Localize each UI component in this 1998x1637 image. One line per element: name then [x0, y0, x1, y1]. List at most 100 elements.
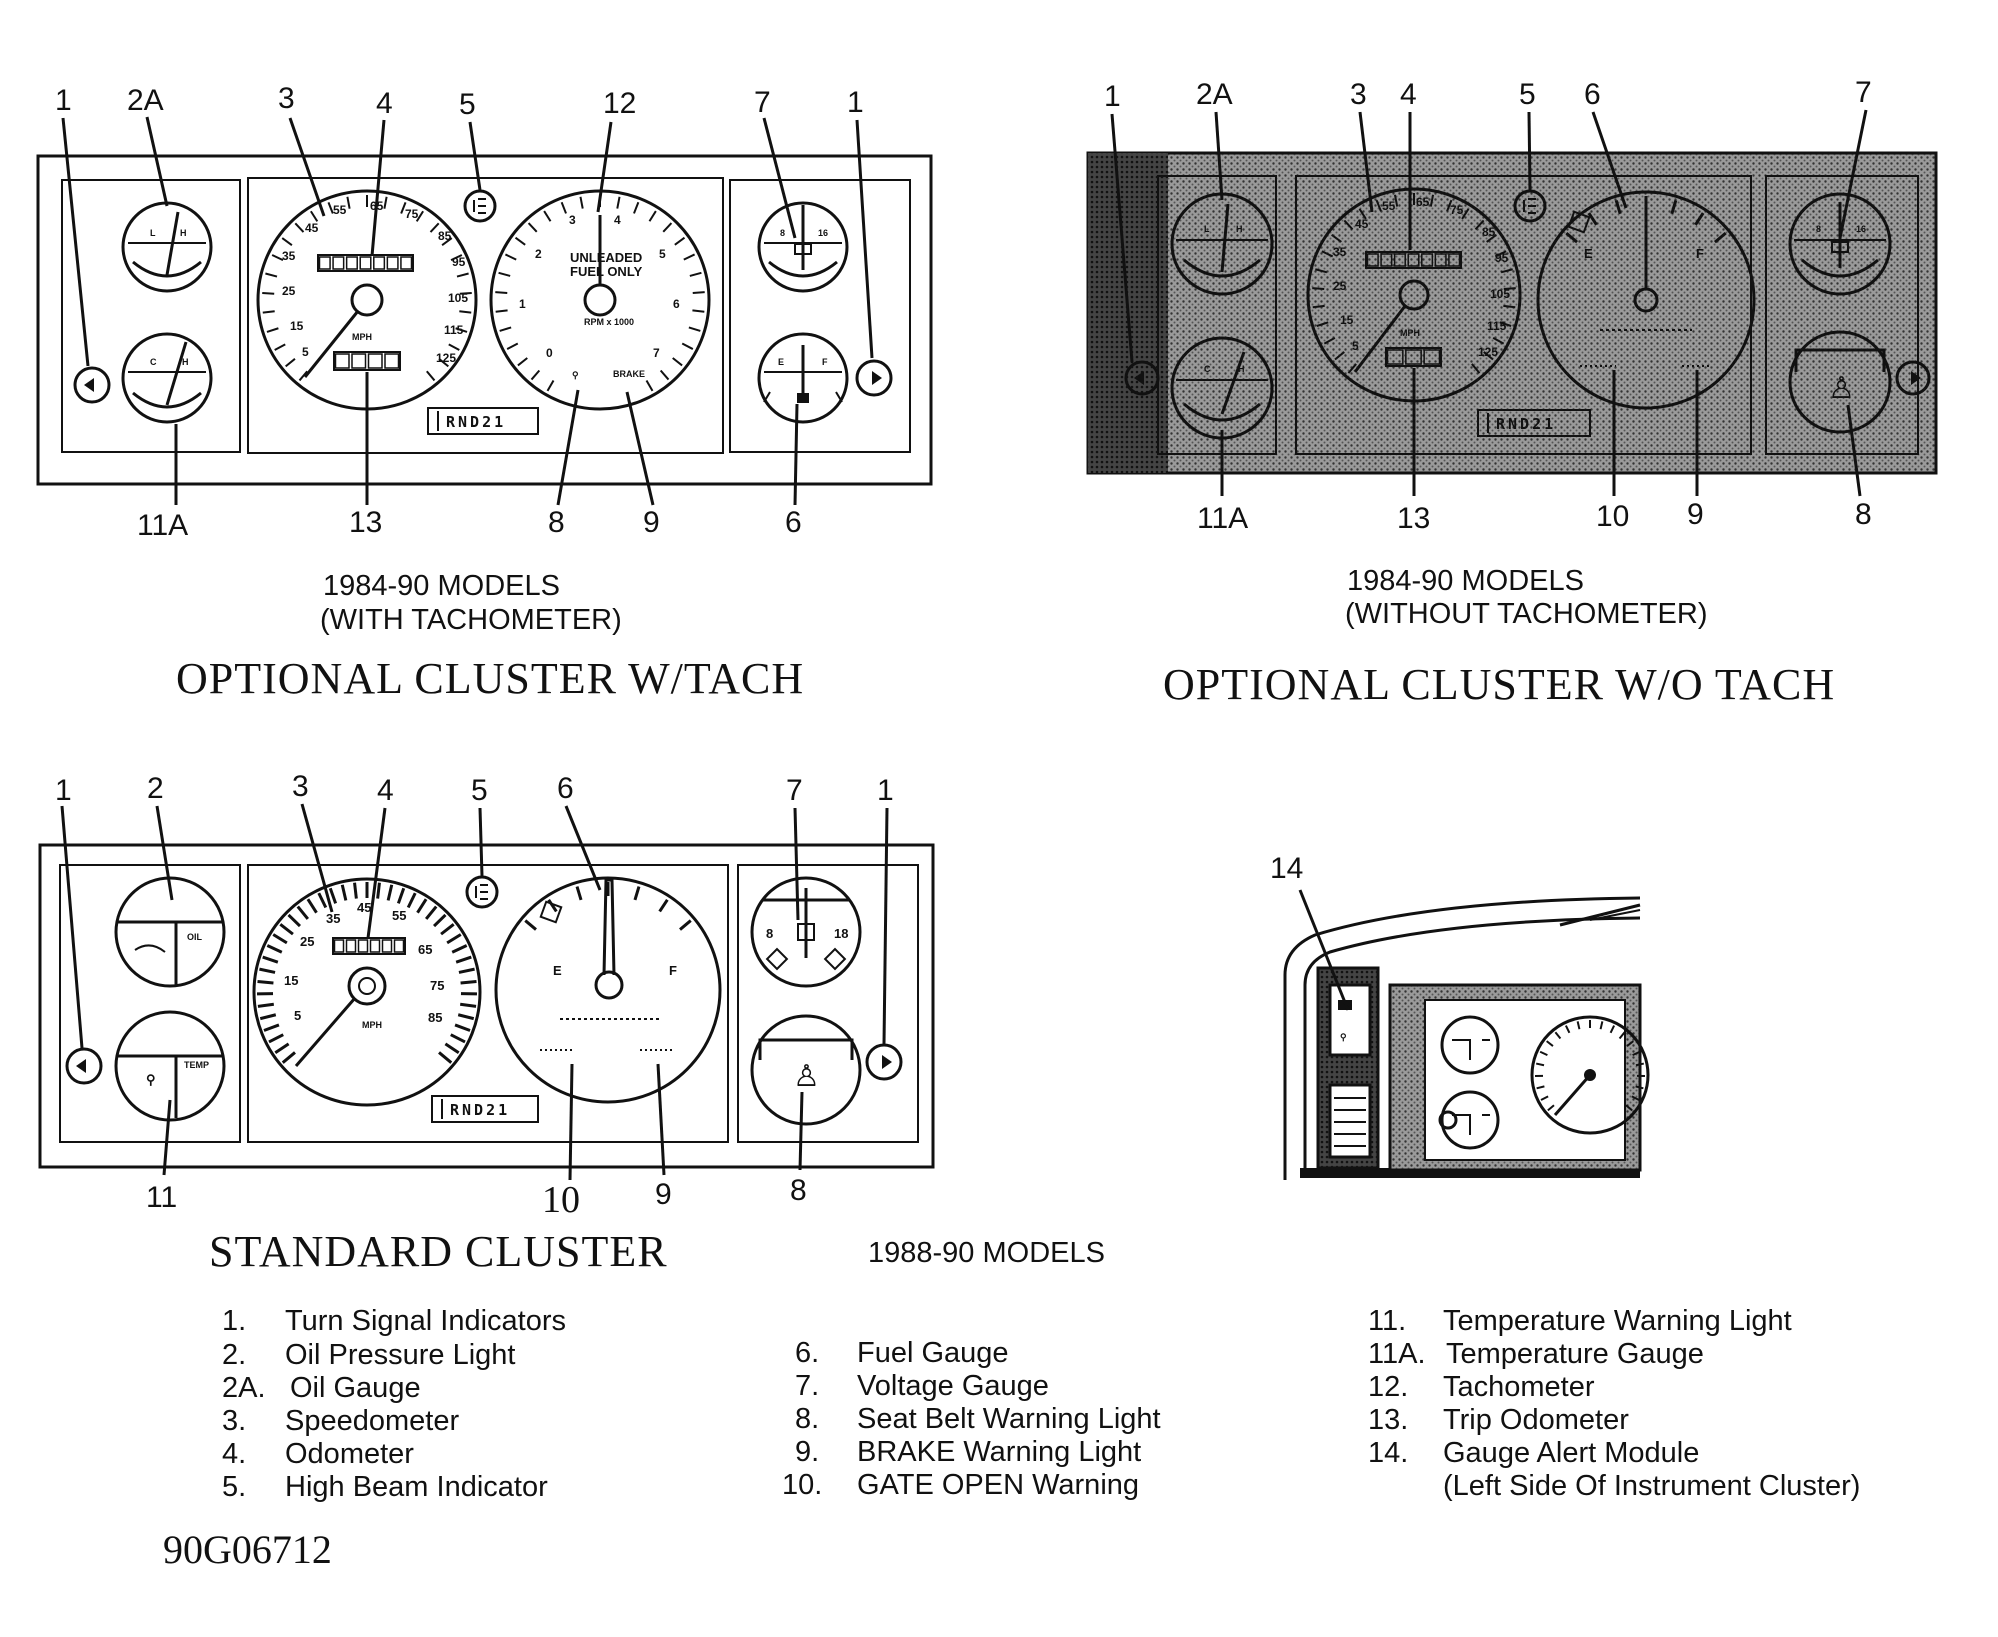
- figure-code: 90G06712: [163, 1527, 332, 1572]
- svg-text:UNLEADED: UNLEADED: [570, 250, 642, 265]
- callouts-bottom-3: 11 10 9 8: [146, 1174, 807, 1221]
- dial-tick: [450, 1033, 466, 1044]
- dial-tick: [1471, 363, 1481, 374]
- dial-tick: [1539, 1050, 1548, 1057]
- dial-tick: [560, 201, 567, 214]
- dial-tick: [285, 358, 296, 368]
- dial-tick: [455, 955, 472, 964]
- callout: 4: [376, 87, 393, 120]
- high-beam-icon: [1513, 189, 1547, 223]
- dial-tick: [259, 1013, 277, 1021]
- odometer-cell: [345, 939, 357, 953]
- high-beam-icon: [463, 189, 497, 223]
- svg-text:105: 105: [1490, 287, 1510, 301]
- dial-tick: [450, 254, 463, 262]
- right-gauge-panel: [737, 864, 919, 1143]
- callouts-top-3: 1 2 3 4 5 6 7 1: [55, 770, 894, 807]
- seat-belt-icon: ♙: [1828, 371, 1855, 406]
- left-gauge-panel: [59, 864, 241, 1143]
- svg-text:RPM x 1000: RPM x 1000: [584, 317, 634, 327]
- dial-tick: [633, 201, 640, 214]
- temperature-warning-light: ⚲ TEMP: [114, 1010, 226, 1122]
- dial-tick: [456, 272, 469, 278]
- dial-tick: [279, 923, 294, 936]
- dial-tick: [1614, 199, 1622, 215]
- dial-tick: [674, 236, 686, 246]
- dial-tick: [460, 979, 477, 985]
- dial-tick: [440, 923, 455, 936]
- svg-text:0: 0: [546, 346, 553, 360]
- dial-tick: [346, 196, 351, 209]
- dial-tick: [530, 369, 541, 381]
- callout: 4: [1400, 78, 1417, 111]
- legend-label: Tachometer: [1443, 1371, 1595, 1403]
- svg-text:18: 18: [834, 926, 848, 941]
- legend-num: 14.: [1368, 1437, 1408, 1469]
- center-gauge-panel: [247, 864, 729, 1143]
- dial-tick: [298, 370, 308, 382]
- dial-tick: [1312, 304, 1325, 309]
- dial-tick: [1540, 1095, 1549, 1101]
- dial-tick: [262, 310, 275, 314]
- dial-tick: [517, 357, 528, 367]
- svg-text:15: 15: [290, 319, 304, 333]
- svg-text:55: 55: [392, 908, 406, 923]
- legend-label: Turn Signal Indicators: [285, 1305, 566, 1337]
- legend-label: Oil Pressure Light: [285, 1339, 516, 1371]
- gear-indicator: [427, 407, 539, 435]
- legend-label: Fuel Gauge: [857, 1337, 1009, 1369]
- svg-text:35: 35: [1333, 245, 1347, 259]
- dial-tick: [1626, 1040, 1634, 1047]
- callout: 10: [542, 1179, 580, 1221]
- legend-label: Gauge Alert Module: [1443, 1437, 1699, 1469]
- dial-tick: [1554, 1031, 1562, 1040]
- mini-oil-gauge: [1440, 1015, 1500, 1075]
- odometer-cell: [1393, 253, 1406, 267]
- svg-text:5: 5: [1352, 339, 1359, 353]
- dial-tick: [262, 955, 279, 964]
- svg-text:16: 16: [1856, 224, 1866, 234]
- trip-odometer: [1385, 347, 1442, 367]
- svg-text:55: 55: [333, 203, 347, 217]
- leader-lines-1: [61, 116, 874, 506]
- odometer-cell: [386, 256, 399, 270]
- dial-tick: [1347, 363, 1357, 374]
- legend-num: 7.: [795, 1370, 819, 1402]
- svg-text:⚲: ⚲: [572, 370, 579, 380]
- dial-tick: [514, 236, 526, 246]
- callout: 11A: [137, 509, 188, 542]
- dial-tick: [1492, 337, 1505, 345]
- svg-text:75: 75: [405, 207, 419, 221]
- callout: 8: [548, 506, 565, 539]
- svg-text:65: 65: [418, 942, 432, 957]
- svg-text:125: 125: [1478, 345, 1498, 359]
- svg-text:25: 25: [300, 934, 314, 949]
- dial-tick: [662, 222, 673, 233]
- callout: 2: [147, 772, 164, 805]
- svg-text:H: H: [1236, 224, 1243, 234]
- svg-text:125: 125: [436, 351, 456, 365]
- dial-tick: [383, 196, 388, 209]
- odometer-cell: [1380, 253, 1393, 267]
- legend-num: 1.: [222, 1305, 246, 1337]
- dial-tick: [296, 905, 310, 920]
- turn-signal-right-icon: [865, 1043, 903, 1081]
- dial-tick: [458, 967, 475, 974]
- svg-text:25: 25: [282, 284, 296, 298]
- models-note: 1988-90 MODELS: [868, 1237, 1105, 1269]
- dial-tick: [1461, 208, 1470, 220]
- svg-text:RND21: RND21: [446, 413, 506, 431]
- dial-tick: [1609, 1025, 1616, 1034]
- dial-tick: [1446, 199, 1453, 212]
- odometer-cell: [1407, 253, 1420, 267]
- right-gauge-panel: [729, 179, 911, 453]
- dial-tick: [1486, 234, 1497, 243]
- dial-tick: [506, 342, 519, 350]
- callout: 2A: [1196, 78, 1233, 111]
- svg-text:C: C: [150, 357, 157, 367]
- svg-text:MPH: MPH: [362, 1020, 382, 1030]
- dial-tick: [257, 1002, 274, 1008]
- svg-text:H: H: [1238, 364, 1245, 374]
